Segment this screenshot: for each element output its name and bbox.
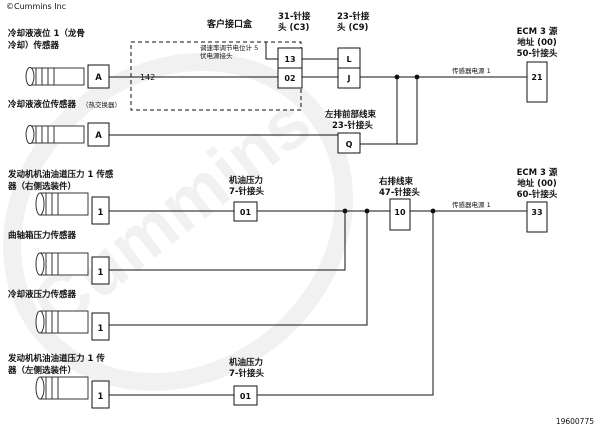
c31-pin-02: 02 [284,74,295,83]
left-front-label-2: 23-针接头 [332,120,373,131]
ecm50-line1: ECM 3 源 [517,26,558,37]
coolant-level-hx-note: （热交换器） [82,100,121,109]
c23-pin-j: J [347,74,351,83]
copyright: ©Cummins Inc [6,2,66,11]
right47-label-2: 47-针接头 [379,187,420,198]
splice-dots [342,74,436,214]
left-front-label-1: 左排前部线束 [324,109,377,120]
coolant-level-dragon-label-1: 冷却液液位 1（龙骨 [8,28,85,39]
oil-pressure-right-pin: 1 [98,208,104,218]
right47-label-1: 右排线束 [378,176,414,187]
pot-note-line1: 调速率调节电位计 5 [200,43,258,52]
c23-label-2: 头 (C9) [337,22,368,33]
ecm60-connector [526,201,548,233]
coolant-pressure-pin: 1 [98,324,104,334]
coolant-level-dragon-pin: A [95,73,102,83]
coolant-level-dragon-label-2: 冷却）传感器 [8,40,60,51]
oil-pressure-left-pin: 1 [98,392,104,402]
coolant-level-hx-pin: A [95,131,102,141]
left-front-pin-q: Q [346,140,353,149]
oil-pressure-right-label-2: 器（右侧选装件） [7,181,76,192]
coolant-pressure-label: 冷却液压力传感器 [8,289,77,300]
pot-note-line2: 伏电源接头 [200,51,233,60]
ecm50-connector [526,61,548,103]
ecm50-line2: 地址 (00) [517,37,557,48]
oil-pressure-right-label-1: 发动机机油油道压力 1 传感 [7,169,114,180]
coolant-level-dragon-sensor-icon [25,64,110,89]
right47-pin: 10 [394,208,406,217]
oil-pressure-right-sensor-icon [35,192,110,225]
ecm50-pin: 21 [531,73,543,82]
oil7-lower-connector [233,385,258,406]
coolant-level-hx-sensor-icon [25,122,110,147]
crankcase-pressure-pin: 1 [98,268,104,278]
crankcase-pressure-label: 曲轴箱压力传感器 [8,230,77,241]
c23-pin-l: L [346,55,351,64]
oil7-upper-label-1: 机油压力 [229,175,263,186]
right47-connector [389,198,411,231]
wires [109,42,527,396]
oil7-upper-label-2: 7-针接头 [229,186,264,197]
oil7-upper-pin: 01 [240,208,252,217]
customer-box-title: 客户接口盒 [206,18,253,30]
oil-pressure-left-sensor-icon [35,376,110,409]
oil7-upper-connector [233,201,258,222]
ecm60-line1: ECM 3 源 [517,167,558,178]
oil-pressure-left-label-2: 器（左侧选装件） [7,365,76,376]
ecm60-pin: 33 [531,208,542,217]
figure-id: 19600775 [556,417,594,426]
ecm50-wire-label: 传感器电源 1 [452,66,491,75]
coolant-level-hx-label: 冷却液液位传感器 [8,99,77,110]
c31-label-2: 头 (C3) [278,22,309,33]
c31-pin-13: 13 [284,55,295,64]
oil-pressure-left-label-1: 发动机机油油道压力 1 传 [7,353,105,364]
c31-label-1: 31-针接 [278,11,311,22]
coolant-pressure-sensor-icon [35,310,110,341]
oil7-lower-label-1: 机油压力 [229,357,263,368]
oil7-lower-pin: 01 [240,392,252,401]
ecm60-line3: 60-针接头 [517,189,558,200]
left-front-connector [337,132,361,154]
ecm60-line2: 地址 (00) [517,178,557,189]
ecm60-wire-label: 传感器电源 1 [452,200,491,209]
oil7-lower-label-2: 7-针接头 [229,368,264,379]
crankcase-pressure-sensor-icon [35,252,110,285]
ecm50-line3: 50-针接头 [517,48,558,59]
c23-label-1: 23-针接 [337,11,370,22]
